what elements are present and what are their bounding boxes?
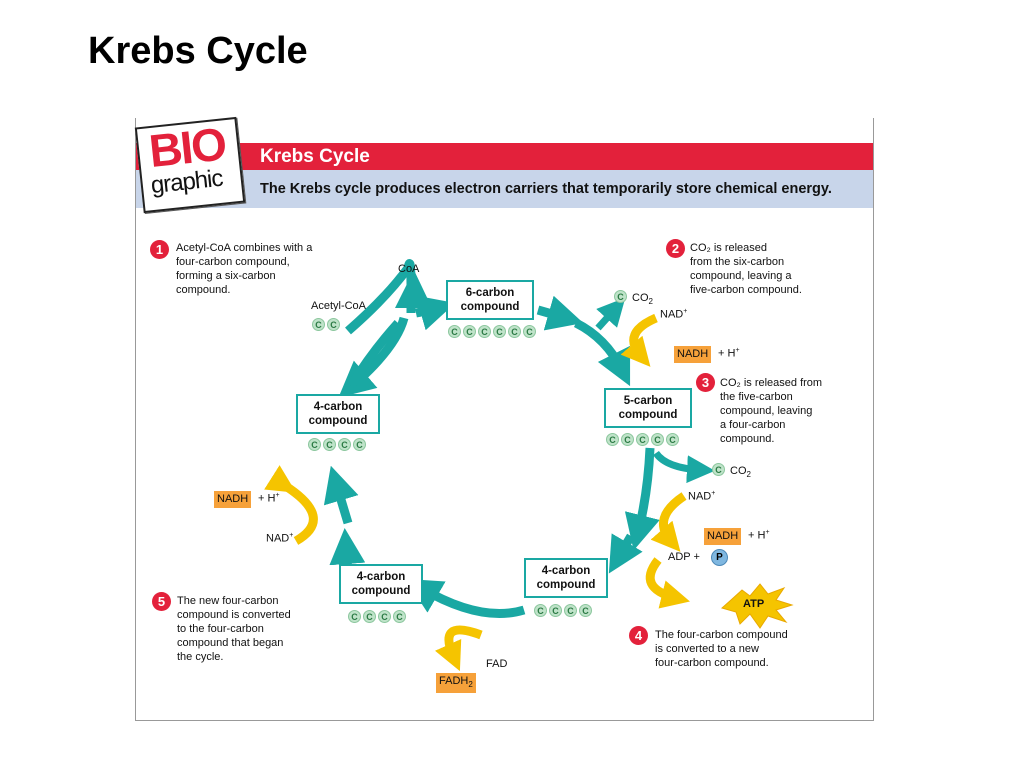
co2-right-text: CO — [730, 465, 747, 477]
h-plus-top-text: + H — [718, 347, 736, 360]
carbon-atom: C — [323, 438, 336, 451]
carbon-atom: C — [493, 325, 506, 338]
step-5-text: The new four-carbon compound is converte… — [177, 595, 291, 663]
four-carbon-right-atoms: C C C C — [534, 604, 592, 617]
nad-arrow-left — [264, 465, 318, 545]
phosphate-circle: P — [711, 549, 728, 566]
nad-right-label: NAD+ — [688, 490, 716, 503]
step-4-text: The four-carbon compound is converted to… — [655, 629, 788, 669]
step-2-number: 2 — [666, 239, 685, 258]
nad-top-text: NAD — [660, 308, 684, 321]
step-4-number: 4 — [629, 626, 648, 645]
five-carbon-atoms: C C C C C — [606, 433, 679, 446]
step-1-number: 1 — [150, 240, 169, 259]
co2-top-label: CO2 — [632, 292, 653, 307]
carbon-atom: C — [621, 433, 634, 446]
h-plus-right: + H+ — [748, 529, 770, 542]
nad-top-label: NAD+ — [660, 308, 688, 321]
co2-top-carbon: C — [614, 290, 627, 303]
nad-right-text: NAD — [688, 490, 712, 503]
nadh-top-tag: NADH — [674, 346, 712, 363]
coa-label: CoA — [398, 263, 420, 275]
co2-right-carbon: C — [712, 463, 725, 476]
four-carbon-compound-bottom: 4-carbon compound — [339, 564, 423, 604]
fadh2-text: FADH — [439, 675, 469, 687]
header-bar — [136, 143, 873, 170]
carbon-atom: C — [348, 610, 361, 623]
five-carbon-compound: 5-carbon compound — [604, 388, 692, 428]
carbon-atom: C — [363, 610, 376, 623]
h-plus-right-text: + H — [748, 529, 766, 542]
step-3-number: 3 — [696, 373, 715, 392]
step-5-number: 5 — [152, 592, 171, 611]
nad-left-label: NAD+ — [266, 532, 294, 545]
nad-left-text: NAD — [266, 532, 290, 545]
adp-arrow — [645, 557, 690, 609]
carbon-atom: C — [308, 438, 321, 451]
nadh-right-tag: NADH — [704, 528, 742, 545]
carbon-atom: C — [651, 433, 664, 446]
carbon-atom: C — [549, 604, 562, 617]
carbon-atom: C — [327, 318, 340, 331]
co2-top-text: CO — [632, 292, 649, 304]
carbon-atom: C — [636, 433, 649, 446]
atp-label: ATP — [743, 598, 765, 610]
nad-arrow-right — [650, 492, 687, 552]
carbon-atom: C — [523, 325, 536, 338]
fad-label: FAD — [486, 658, 508, 670]
carbon-atom: C — [564, 604, 577, 617]
nad-arrow-top — [620, 313, 658, 367]
figure-title: Krebs Cycle — [260, 146, 370, 167]
h-plus-left-text: + H — [258, 492, 276, 505]
carbon-atom: C — [312, 318, 325, 331]
four-carbon-bottom-label: 4-carbon compound — [351, 571, 411, 597]
carbon-atom: C — [579, 604, 592, 617]
acetyl-carbon-atoms: C C — [312, 318, 340, 331]
four-carbon-compound-left: 4-carbon compound — [296, 394, 380, 434]
carbon-atom: C — [666, 433, 679, 446]
six-carbon-compound: 6-carbon compound — [446, 280, 534, 320]
step-2-text: CO₂ is released from the six-carbon comp… — [690, 242, 802, 296]
acetyl-coa-label: Acetyl-CoA — [311, 300, 367, 312]
step-1-text: Acetyl-CoA combines with a four-carbon c… — [176, 242, 313, 296]
carbon-atom: C — [463, 325, 476, 338]
nadh-left-tag: NADH — [214, 491, 252, 508]
carbon-atom: C — [534, 604, 547, 617]
carbon-atom: C — [606, 433, 619, 446]
slide-title: Krebs Cycle — [88, 30, 308, 72]
carbon-atom: C — [508, 325, 521, 338]
fadh2-tag: FADH2 — [436, 673, 476, 694]
carbon-atom: C — [614, 290, 627, 303]
krebs-cycle-figure: Krebs Cycle The Krebs cycle produces ele… — [134, 116, 874, 721]
figure-subtitle: The Krebs cycle produces electron carrie… — [260, 181, 832, 197]
five-carbon-label: 5-carbon compound — [618, 395, 678, 421]
four-carbon-bottom-atoms: C C C C — [348, 610, 406, 623]
fad-arrow — [434, 625, 483, 672]
carbon-atom: C — [338, 438, 351, 451]
four-carbon-left-label: 4-carbon compound — [308, 401, 368, 427]
subtitle-bar — [136, 170, 873, 208]
carbon-atom: C — [712, 463, 725, 476]
carbon-atom: C — [353, 438, 366, 451]
four-carbon-left-atoms: C C C C — [308, 438, 366, 451]
carbon-atom: C — [448, 325, 461, 338]
atp-star — [720, 583, 794, 629]
six-carbon-atoms: C C C C C C — [448, 325, 536, 338]
six-carbon-label: 6-carbon compound — [460, 287, 520, 313]
carbon-atom: C — [393, 610, 406, 623]
co2-right-label: CO2 — [730, 465, 751, 480]
adp-label: ADP + — [668, 551, 700, 563]
step-3-text: CO₂ is released from the five-carbon com… — [720, 377, 823, 445]
carbon-atom: C — [478, 325, 491, 338]
four-carbon-compound-right: 4-carbon compound — [524, 558, 608, 598]
carbon-atom: C — [378, 610, 391, 623]
four-carbon-right-label: 4-carbon compound — [536, 565, 596, 591]
cycle-arrows — [264, 259, 794, 672]
h-plus-left: + H+ — [258, 492, 280, 505]
h-plus-top: + H+ — [718, 347, 740, 360]
